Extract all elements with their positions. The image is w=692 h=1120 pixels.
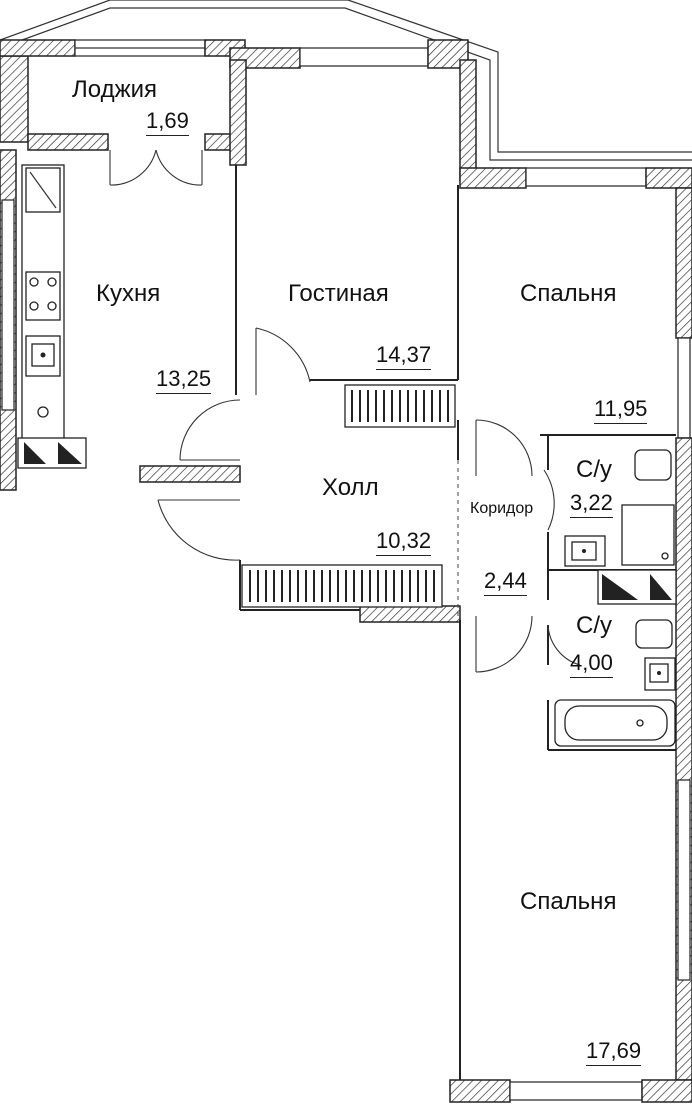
kitchen-area: 13,25 xyxy=(156,366,212,394)
loggia-name: Лоджия xyxy=(72,76,158,103)
living-name: Гостиная xyxy=(288,280,389,307)
interior-walls xyxy=(139,165,676,1080)
corridor-area: 2,44 xyxy=(484,568,527,596)
loggia-area: 1,69 xyxy=(146,108,189,136)
bath2-name: С/у xyxy=(576,612,612,639)
living-area: 14,37 xyxy=(376,342,432,370)
kitchen-name: Кухня xyxy=(96,280,161,307)
hall-name: Холл xyxy=(322,474,379,501)
loggia-walls xyxy=(0,39,246,151)
bedroom1-top-wall xyxy=(459,167,692,439)
doors xyxy=(109,149,581,673)
loggia-parapet xyxy=(0,0,692,161)
bedroom1-name: Спальня xyxy=(520,280,617,307)
bedroom2-side-window xyxy=(677,779,691,981)
bath1-name: С/у xyxy=(576,456,612,483)
hall-closet xyxy=(241,564,443,608)
corridor-name: Коридор xyxy=(470,500,534,517)
living-top-wall xyxy=(229,39,477,181)
bedroom2-bottom-wall xyxy=(449,1079,692,1103)
kitchen-counter xyxy=(17,164,87,469)
right-outer-wall xyxy=(675,437,692,1081)
bedroom1-area: 11,95 xyxy=(594,396,648,424)
bath2-fixtures xyxy=(554,619,676,747)
living-closet xyxy=(344,384,456,428)
hall-area: 10,32 xyxy=(376,528,432,556)
bath2-area: 4,00 xyxy=(570,650,613,678)
bedroom2-name: Спальня xyxy=(520,888,617,915)
bath1-area: 3,22 xyxy=(570,490,613,518)
kitchen-window xyxy=(1,199,15,411)
bedroom2-area: 17,69 xyxy=(586,1038,642,1066)
bath1-fixtures xyxy=(564,449,677,605)
